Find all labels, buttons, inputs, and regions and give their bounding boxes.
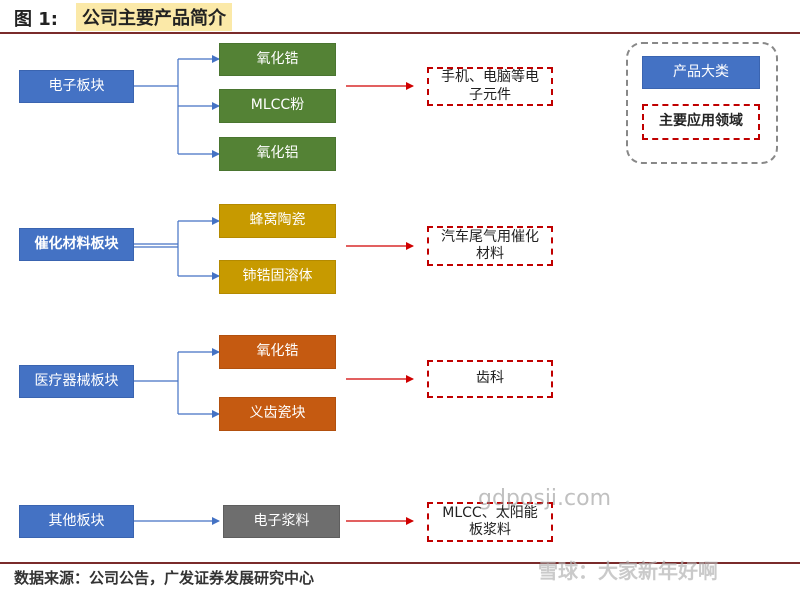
- product-ceria-zirconia: 铈锆固溶体: [219, 260, 336, 294]
- segment-2-connectors: [134, 217, 414, 280]
- application-electronic-components: 手机、电脑等电子元件: [427, 67, 553, 106]
- product-alumina: 氧化铝: [219, 137, 336, 171]
- application-exhaust-catalyst: 汽车尾气用催化材料: [427, 226, 553, 266]
- xueqiu-watermark: 雪球：大家新年好啊: [538, 559, 718, 583]
- product-honeycomb-ceramic: 蜂窝陶瓷: [219, 204, 336, 238]
- legend-panel: [626, 42, 778, 164]
- segment-medical: 医疗器械板块: [19, 365, 134, 398]
- product-zirconia-electronics: 氧化锆: [219, 43, 336, 76]
- product-electronic-paste: 电子浆料: [223, 505, 340, 538]
- segment-3-connectors: [134, 348, 414, 418]
- application-dental: 齿科: [427, 360, 553, 398]
- product-zirconia-medical: 氧化锆: [219, 335, 336, 369]
- figure-label: 图 1:: [14, 9, 58, 30]
- segment-electronics: 电子板块: [19, 70, 134, 103]
- segment-catalyst: 催化材料板块: [19, 228, 134, 261]
- legend-category-box: 产品大类: [642, 56, 760, 89]
- application-mlcc-solar-paste: MLCC、太阳能板浆料: [427, 502, 553, 542]
- title-divider: [0, 32, 800, 34]
- legend-application-box: 主要应用领域: [642, 104, 760, 140]
- figure-title: 公司主要产品简介: [76, 3, 232, 31]
- product-mlcc-powder: MLCC粉: [219, 89, 336, 123]
- site-watermark: gdposji.com: [478, 486, 612, 511]
- footer-divider: [0, 562, 800, 564]
- data-source: 数据来源：公司公告，广发证券发展研究中心: [14, 569, 315, 587]
- segment-other: 其他板块: [19, 505, 134, 538]
- product-denture-blocks: 义齿瓷块: [219, 397, 336, 431]
- figure-header: 图 1: 公司主要产品简介: [0, 0, 800, 32]
- segment-1-connectors: [134, 55, 414, 158]
